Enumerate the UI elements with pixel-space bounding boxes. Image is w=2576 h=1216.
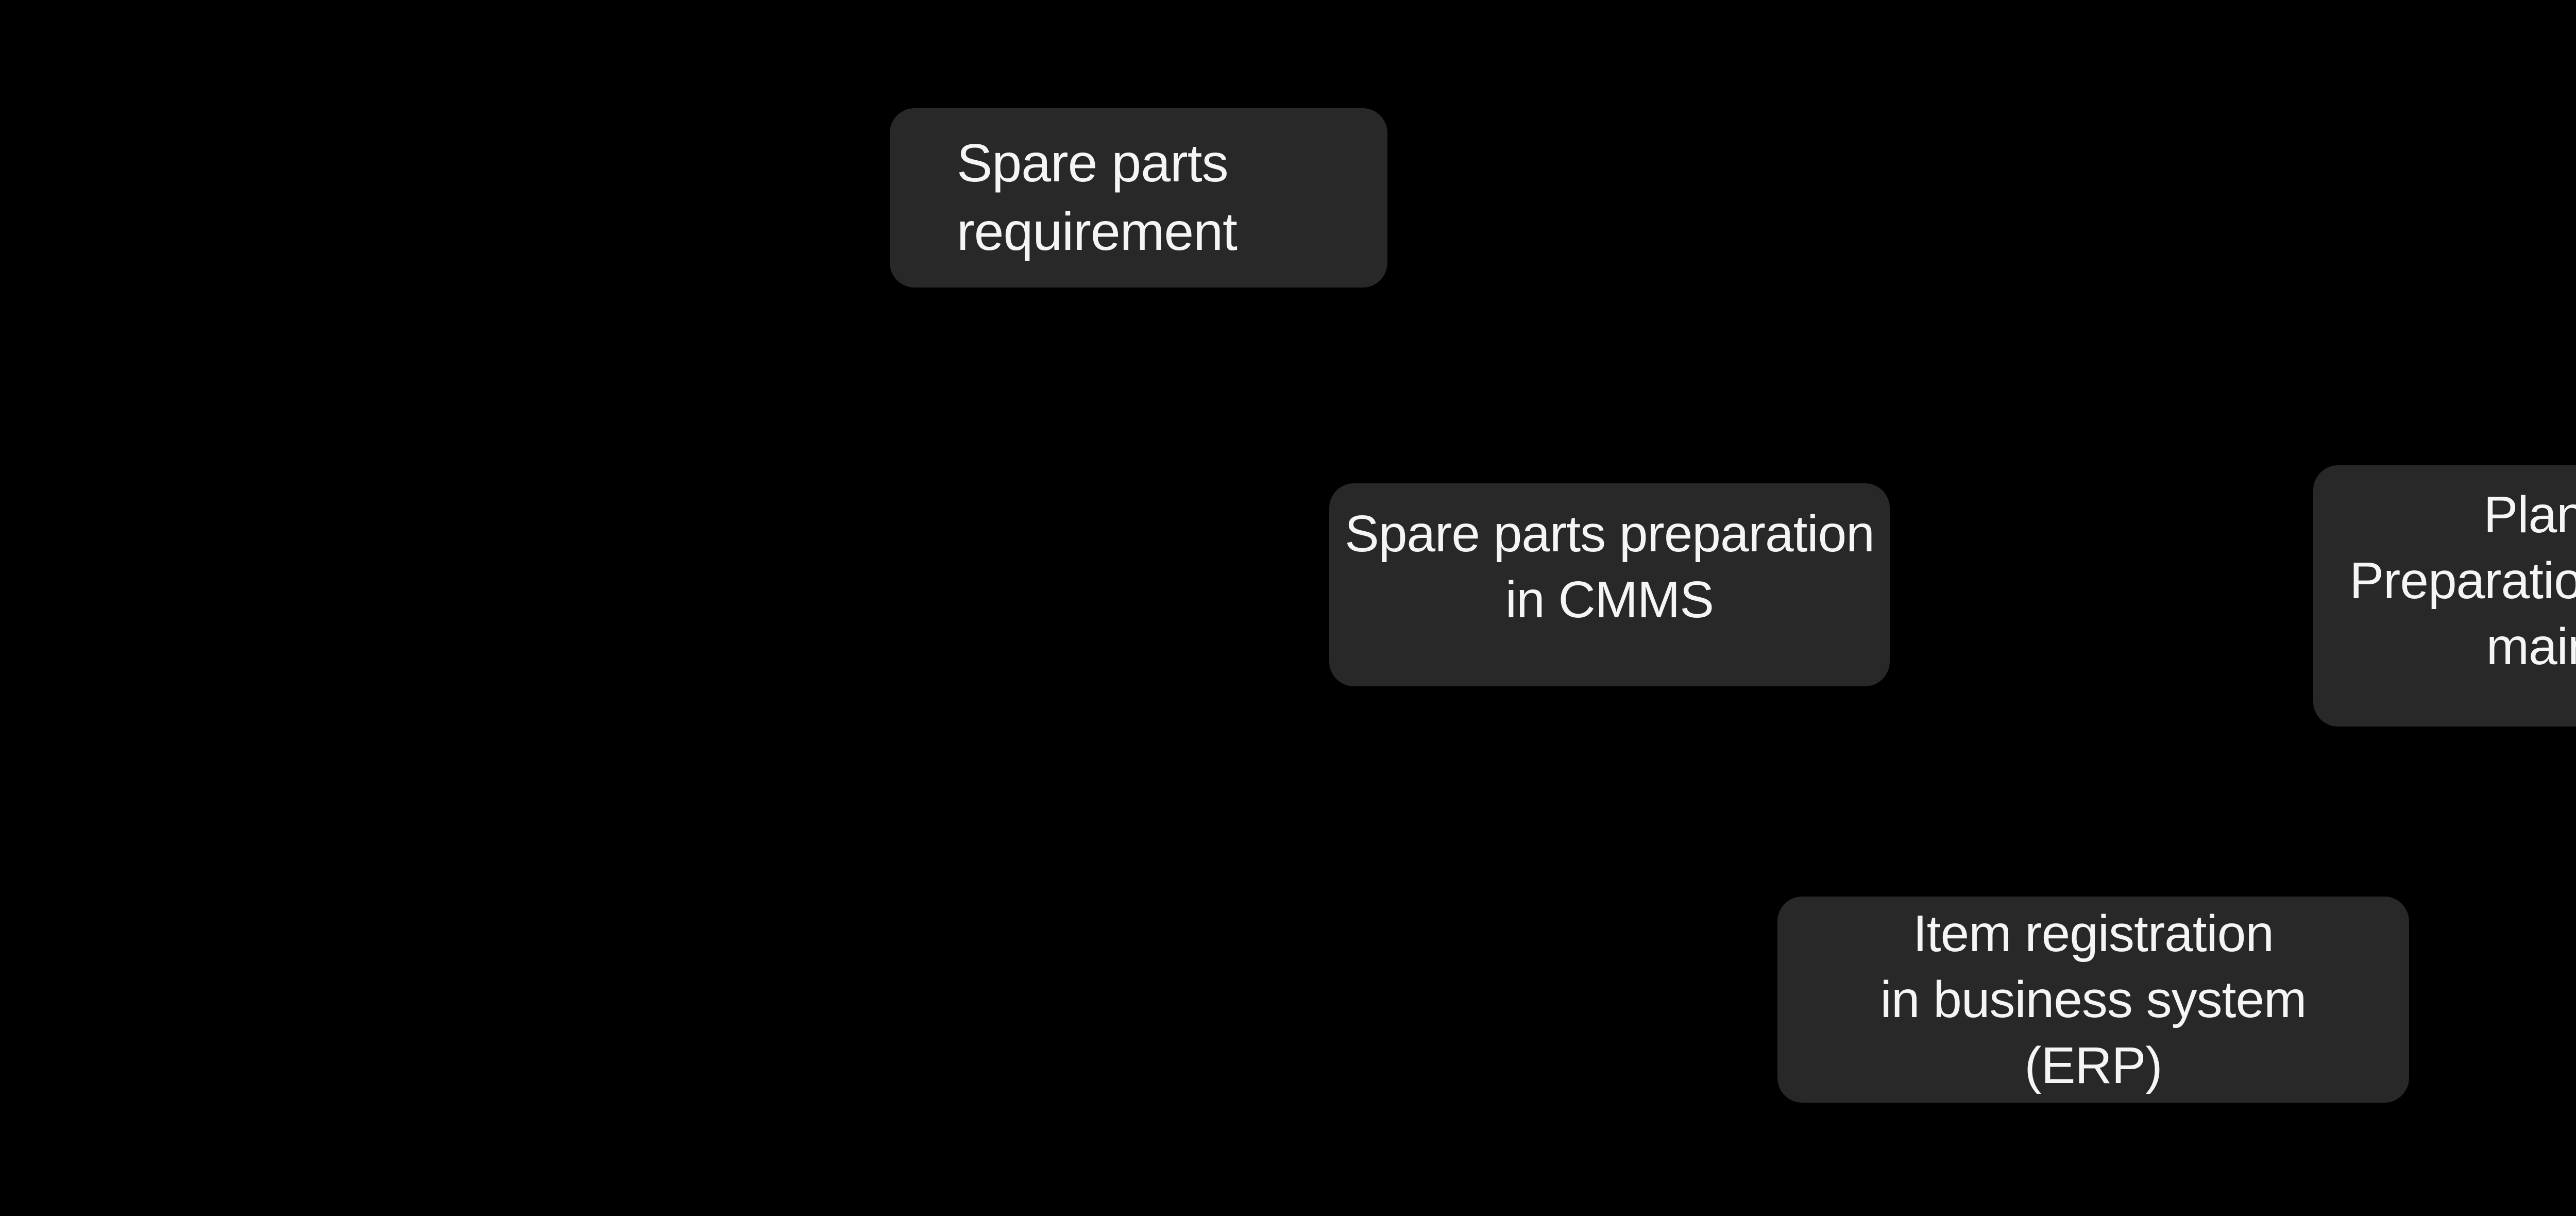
node-planning-preparation-preventive-maintenance-label: Planning and Preparation of preventive m… [2349,485,2576,675]
node-spare-parts-preparation-cmms-label: Spare parts preparation in CMMS [1345,505,1875,629]
node-planning-preparation-preventive-maintenance[interactable]: Planning and Preparation of preventive m… [2313,465,2576,727]
node-item-registration-business-system-erp[interactable]: Item registration in business system (ER… [1777,897,2409,1103]
node-spare-parts-requirement-label: Spare parts requirement [957,133,1238,262]
node-spare-parts-requirement[interactable]: Spare parts requirement [890,108,1387,288]
node-item-registration-business-system-erp-label: Item registration in business system (ER… [1880,905,2307,1094]
node-spare-parts-preparation-cmms[interactable]: Spare parts preparation in CMMS [1329,483,1890,686]
